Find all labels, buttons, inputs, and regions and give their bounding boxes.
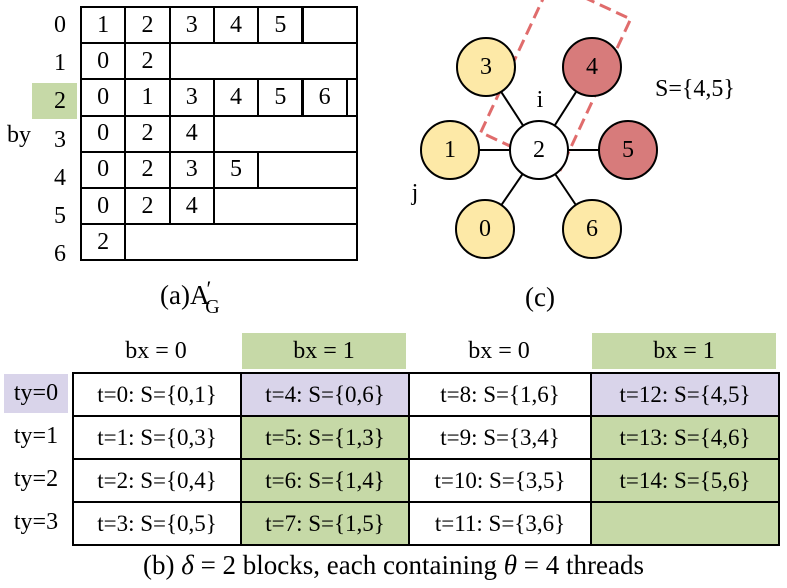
empty-cell — [124, 223, 358, 262]
node-3: 3 — [456, 37, 516, 97]
thread-cell: t=3: S={0,5} — [72, 501, 242, 546]
thread-cell: t=14: S={5,6} — [590, 458, 780, 503]
thread-row-label: ty=0 — [4, 374, 68, 413]
caption-c: (c) — [525, 282, 555, 312]
row-index: 5 — [54, 203, 66, 229]
thread-cell: t=6: S={1,4} — [240, 458, 410, 503]
caption-b-prefix: (b) — [143, 550, 182, 580]
graph-edges — [450, 0, 633, 230]
node-4: 4 — [562, 37, 622, 97]
row-index: 2 — [54, 88, 66, 115]
center-label-i: i — [536, 87, 544, 113]
caption-b-delta: δ — [181, 550, 194, 580]
thread-cell: t=0: S={0,1} — [72, 372, 242, 417]
thread-cell: t=2: S={0,4} — [72, 458, 242, 503]
thread-cell: t=9: S={3,4} — [408, 415, 592, 460]
row-index: 0 — [54, 12, 66, 38]
thread-cell: t=13: S={4,6} — [590, 415, 780, 460]
caption-a: (a)A′G — [160, 276, 280, 318]
row-index: 6 — [54, 241, 66, 268]
set-label: S={4,5} — [655, 76, 735, 102]
caption-a-subscript: G — [205, 296, 220, 318]
block-header: bx = 0 — [125, 337, 187, 364]
caption-a-prime: ′ — [206, 276, 212, 301]
caption-b-theta: θ — [503, 550, 517, 580]
thread-cell: t=11: S={3,6} — [408, 501, 592, 546]
row-index: 1 — [54, 50, 66, 77]
empty-thread-cell — [590, 501, 780, 546]
thread-cell: t=12: S={4,5} — [590, 372, 780, 417]
thread-cell: t=7: S={1,5} — [240, 501, 410, 546]
thread-cell: t=8: S={1,6} — [408, 372, 592, 417]
thread-cell: t=5: S={1,3} — [240, 415, 410, 460]
node-1: 1 — [420, 120, 480, 180]
caption-b-mid: = 2 blocks, each containing — [193, 550, 504, 580]
caption-b: (b) δ = 2 blocks, each containing θ = 4 … — [0, 550, 787, 581]
neighbor-label-j: j — [411, 180, 419, 206]
thread-row-label: ty=3 — [13, 509, 59, 535]
block-header: bx = 1 — [242, 333, 406, 369]
by-label: by — [7, 122, 31, 148]
thread-cell: t=1: S={0,3} — [72, 415, 242, 460]
caption-b-end: = 4 threads — [517, 550, 644, 580]
node-0: 0 — [455, 199, 515, 259]
caption-a-prefix: (a) — [160, 280, 190, 310]
row-index: 4 — [54, 164, 66, 191]
node-5: 5 — [598, 120, 658, 180]
thread-cell: t=4: S={0,6} — [240, 372, 410, 417]
thread-row-label: ty=1 — [13, 423, 59, 449]
row-index: 3 — [54, 126, 66, 153]
node-6: 6 — [562, 199, 622, 259]
thread-cell: t=10: S={3,5} — [408, 458, 592, 503]
caption-a-symbol: A — [189, 280, 210, 310]
thread-row-label: ty=2 — [13, 466, 59, 492]
block-header: bx = 0 — [468, 337, 530, 364]
node-2-center: 2 — [509, 120, 569, 180]
block-header: bx = 1 — [592, 333, 776, 369]
row-highlight — [32, 83, 77, 119]
